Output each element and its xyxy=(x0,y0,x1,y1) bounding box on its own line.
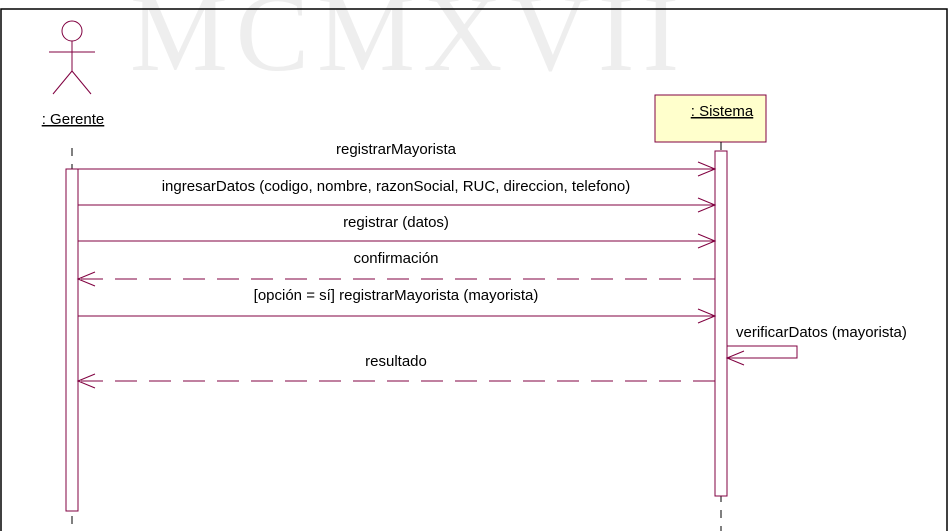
watermark: MCMXVII xyxy=(130,0,687,94)
object-sistema-box xyxy=(654,94,767,143)
message-label: resultado xyxy=(365,353,427,370)
message-label: confirmación xyxy=(353,250,438,267)
arrowhead-icon xyxy=(697,197,717,213)
activation-gerente xyxy=(65,168,79,512)
message-label: registrar (datos) xyxy=(343,214,449,231)
object-sistema-label: : Sistema xyxy=(691,103,754,120)
arrowhead-icon xyxy=(697,308,717,324)
actor-gerente-icon xyxy=(49,20,95,95)
self-message-label: verificarDatos (mayorista) xyxy=(736,324,907,341)
arrowhead-icon xyxy=(697,161,717,177)
message-label: registrarMayorista xyxy=(336,141,457,158)
arrowhead-icon xyxy=(697,233,717,249)
self-message-arrow xyxy=(727,345,798,359)
arrowhead-icon xyxy=(725,350,745,366)
message-label: ingresarDatos (codigo, nombre, razonSoci… xyxy=(162,178,631,195)
arrowhead-icon xyxy=(76,373,96,389)
actor-gerente-label: : Gerente xyxy=(42,111,105,128)
message-label: [opción = sí] registrarMayorista (mayori… xyxy=(254,287,539,304)
arrowhead-icon xyxy=(76,271,96,287)
activation-sistema xyxy=(714,150,728,497)
diagram-frame xyxy=(0,8,948,531)
